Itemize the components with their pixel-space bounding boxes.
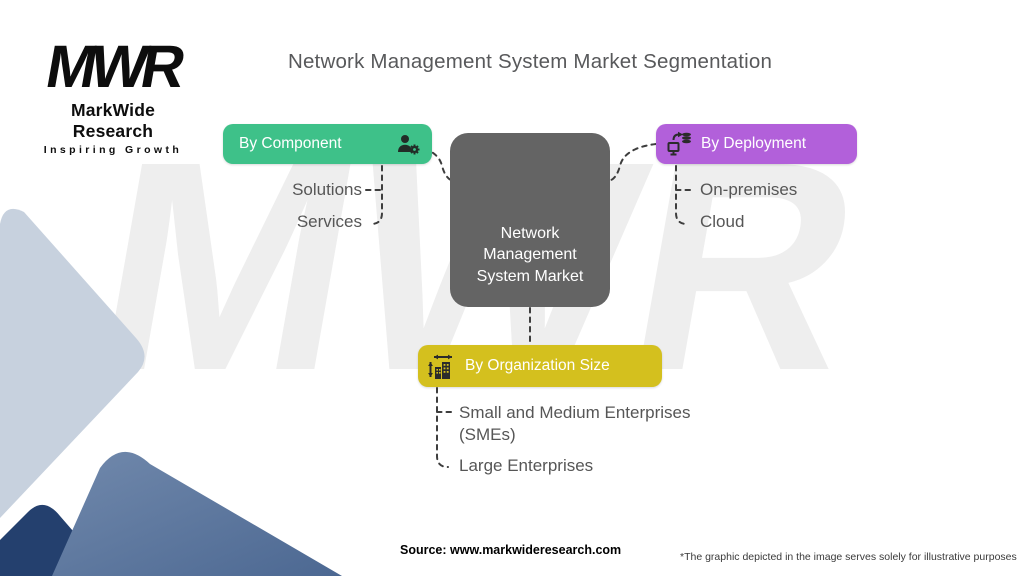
segment-by-component: By Component xyxy=(223,124,432,164)
logo-name: MarkWide Research xyxy=(70,100,156,141)
item-cloud: Cloud xyxy=(700,212,745,231)
segment-by-deployment-label: By Deployment xyxy=(701,135,807,152)
segment-by-component-label: By Component xyxy=(239,135,342,152)
item-solutions: Solutions xyxy=(292,180,362,199)
source-text: Source: www.markwideresearch.com xyxy=(400,543,622,557)
center-node-market: Network Management System Market xyxy=(450,133,610,307)
item-services: Services xyxy=(296,212,362,231)
item-smes: Small and Medium Enterprises (SMEs) xyxy=(459,403,691,444)
person-gear-icon xyxy=(395,132,422,156)
disclaimer-text: *The graphic depicted in the image serve… xyxy=(680,551,1017,563)
building-measure-icon xyxy=(428,353,456,380)
center-node-label: Network Management System Market xyxy=(476,224,584,285)
page-title: Network Management System Market Segment… xyxy=(287,50,773,73)
monitor-deploy-icon xyxy=(666,131,692,158)
item-large-enterprises: Large Enterprises xyxy=(459,456,594,475)
segment-by-organization-size: By Organization Size xyxy=(418,345,662,387)
logo-tagline: Inspiring Growth xyxy=(43,144,183,156)
steel-blue-shape xyxy=(52,451,342,576)
segment-by-organization-size-label: By Organization Size xyxy=(465,357,610,374)
item-on-premises: On-premises xyxy=(700,180,798,199)
markwide-logo: MWR MarkWide Research Inspiring Growth xyxy=(34,33,192,156)
segment-by-deployment: By Deployment xyxy=(656,124,857,164)
light-blue-shape xyxy=(0,208,145,518)
